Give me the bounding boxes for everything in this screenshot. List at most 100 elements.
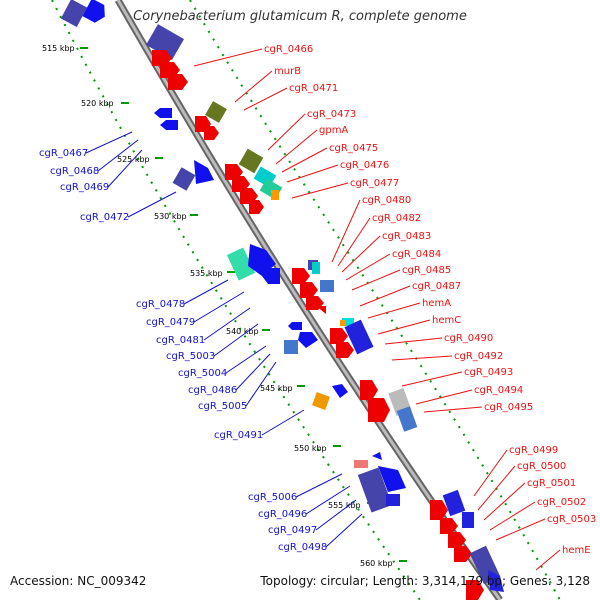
gene-label: cgR_0501: [527, 478, 576, 489]
leader-line: [489, 501, 536, 531]
gene-feature: [440, 518, 458, 534]
accession-text: Accession: NC_009342: [10, 574, 147, 588]
gene-label: cgR_0494: [474, 385, 523, 396]
gene-label: cgR_0483: [382, 231, 431, 242]
gene-feature: [430, 500, 448, 520]
gene-label: cgR_0477: [350, 178, 399, 189]
gene-feature: [298, 332, 318, 348]
inner-tick-track: [51, 0, 421, 600]
leader-line: [267, 113, 306, 151]
gene-label: cgR_0473: [307, 109, 356, 120]
leader-line: [351, 269, 401, 291]
gene-feature: [316, 306, 326, 314]
kbp-label: 555 kbp: [328, 501, 361, 510]
kbp-label: 530 kbp: [154, 212, 187, 221]
gene-feature: [312, 262, 320, 274]
gene-feature: [312, 392, 330, 410]
gene-feature: [262, 268, 280, 284]
gene-feature: [360, 380, 378, 400]
leader-line: [384, 337, 443, 345]
leader-line: [423, 406, 483, 413]
gene-feature: [378, 466, 406, 492]
gene-label: cgR_0498: [278, 542, 327, 553]
leader-line: [127, 191, 177, 218]
gene-feature: [160, 120, 178, 130]
gene-label: cgR_0479: [146, 317, 195, 328]
gene-feature: [60, 0, 88, 27]
gene-label: cgR_0503: [547, 514, 596, 525]
gene-feature: [386, 494, 400, 506]
leader-line: [415, 389, 473, 405]
leader-line: [391, 355, 453, 361]
gene-feature: [300, 282, 318, 298]
gene-label: cgR_5004: [178, 368, 227, 379]
leader-line: [483, 482, 526, 521]
map-title: Corynebacterium glutamicum R, complete g…: [133, 9, 467, 24]
leader-line: [345, 253, 391, 281]
leader-line: [325, 513, 363, 548]
leader-line: [235, 353, 271, 391]
gene-feature: [204, 126, 219, 140]
gene-label: cgR_0487: [412, 281, 461, 292]
leader-line: [331, 199, 361, 263]
kbp-label: 560 kbp: [360, 559, 393, 568]
gene-label: gpmA: [319, 125, 348, 136]
gene-feature: [82, 0, 105, 23]
leader-line: [107, 149, 143, 188]
gene-label: murB: [274, 66, 301, 77]
kbp-label: 520 kbp: [81, 99, 114, 108]
leader-line: [193, 291, 245, 323]
leader-line: [193, 48, 263, 67]
reverse-leaders: [85, 131, 363, 548]
gene-label: cgR_0478: [136, 299, 185, 310]
reverse-gene-labels: cgR_0467 cgR_0468 cgR_0469 cgR_0472 cgR_…: [39, 148, 327, 553]
leader-line: [286, 164, 339, 183]
gene-feature: [205, 101, 227, 123]
kbp-label: 515 kbp: [42, 44, 75, 53]
gene-feature: [292, 268, 310, 284]
leader-line: [535, 549, 561, 571]
leader-line: [243, 87, 288, 111]
gene-feature: [368, 398, 390, 422]
gene-label: cgR_0486: [188, 385, 237, 396]
kbp-label: 550 kbp: [294, 444, 327, 453]
gene-label: cgR_0496: [258, 509, 307, 520]
gene-label: cgR_0476: [340, 160, 389, 171]
gene-feature: [284, 340, 298, 354]
gene-label: cgR_0481: [156, 335, 205, 346]
gene-feature: [320, 280, 334, 292]
gene-label: cgR_0502: [537, 497, 586, 508]
gene-label: cgR_0469: [60, 182, 109, 193]
gene-label: cgR_0500: [517, 461, 566, 472]
leader-line: [359, 285, 411, 307]
gene-feature: [448, 532, 466, 548]
gene-feature: [466, 580, 484, 600]
gene-label: cgR_0466: [264, 44, 313, 55]
gene-feature: [396, 406, 418, 432]
leader-line: [261, 409, 305, 436]
topology-text: Topology: circular; Length: 3,314,179 bp…: [260, 574, 590, 588]
gene-feature: [342, 318, 354, 326]
gene-label: cgR_0495: [484, 402, 533, 413]
gene-label: cgR_0491: [214, 430, 263, 441]
leader-line: [281, 147, 328, 173]
forward-gene-labels: cgR_0466 murB cgR_0471 cgR_0473 gpmA cgR…: [264, 44, 596, 556]
forward-leaders: [193, 48, 561, 571]
gene-feature: [454, 546, 472, 562]
gene-label: cgR_5006: [248, 492, 297, 503]
gene-label: cgR_0485: [402, 265, 451, 276]
gene-feature: [357, 467, 393, 513]
gene-feature: [442, 489, 466, 517]
kbp-label: 540 kbp: [226, 327, 259, 336]
leader-line: [377, 319, 431, 335]
leader-line: [305, 485, 351, 515]
gene-feature: [354, 460, 368, 468]
gene-feature: [172, 167, 196, 191]
gene-label: cgR_0499: [509, 445, 558, 456]
gene-label: cgR_0467: [39, 148, 88, 159]
gene-feature: [330, 328, 348, 344]
gene-label: cgR_0475: [329, 143, 378, 154]
leader-line: [225, 345, 267, 374]
gene-label: cgR_0493: [464, 367, 513, 378]
